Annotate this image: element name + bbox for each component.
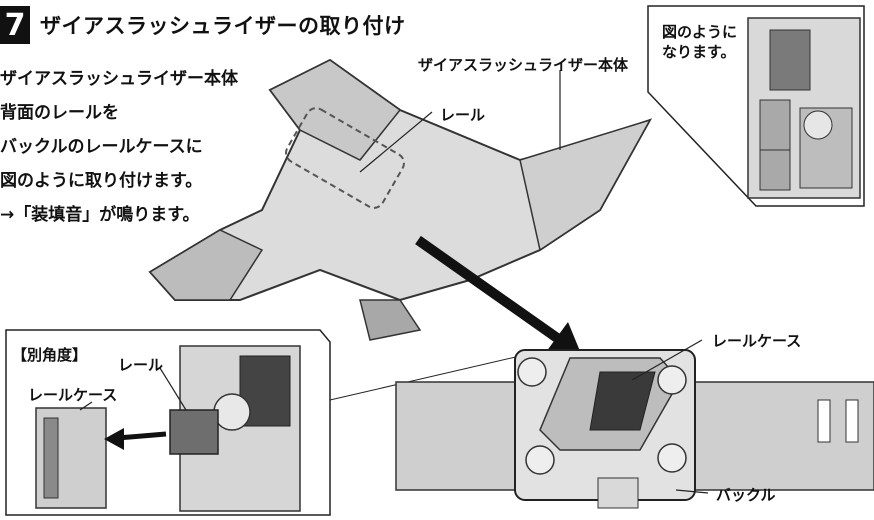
alt-rail-leader (159, 367, 187, 411)
top-inset-line: なります。 (662, 43, 736, 61)
rail-case-label: レールケース (712, 332, 802, 350)
step-title: ザイアスラッシュライザーの取り付け (40, 14, 406, 38)
riser-device-image (148, 58, 653, 341)
instruction-line: →「装填音」が鳴ります。 (0, 205, 200, 225)
step-number: 7 (0, 6, 30, 44)
buckle-leader (675, 489, 709, 494)
top-inset-line: 図のように (662, 23, 738, 41)
device-name-label: ザイアスラッシュライザー本体 (418, 56, 629, 74)
inset-leader-line (329, 355, 521, 401)
instruction-line: バックルのレールケースに (0, 137, 203, 157)
rail-label: レール (440, 106, 486, 124)
alt-view-heading: 【別角度】 (12, 346, 88, 364)
top-inset-caption: 図のように なります。 (662, 22, 737, 62)
alt-view-device-image (35, 345, 301, 512)
rail-highlight (285, 107, 405, 209)
attach-arrow (415, 235, 582, 356)
alt-view-rail-case-label: レールケース (28, 386, 118, 404)
instruction-line: 図のように取り付けます。 (0, 171, 203, 191)
rail-leader (359, 111, 433, 173)
rail-case-leader (631, 339, 703, 381)
top-inset-device-image (747, 17, 861, 199)
instruction-line: 背面のレールを (0, 103, 119, 123)
alt-view-arrow (104, 428, 167, 450)
buckle-image (514, 349, 696, 509)
instruction-text: ザイアスラッシュライザー本体 背面のレールを バックルのレールケースに 図のよう… (0, 62, 260, 232)
alt-view-rail-label: レール (118, 356, 164, 374)
instruction-line: ザイアスラッシュライザー本体 (0, 69, 238, 89)
buckle-label: バックル (716, 486, 776, 504)
alt-rail-case-leader (79, 401, 93, 411)
